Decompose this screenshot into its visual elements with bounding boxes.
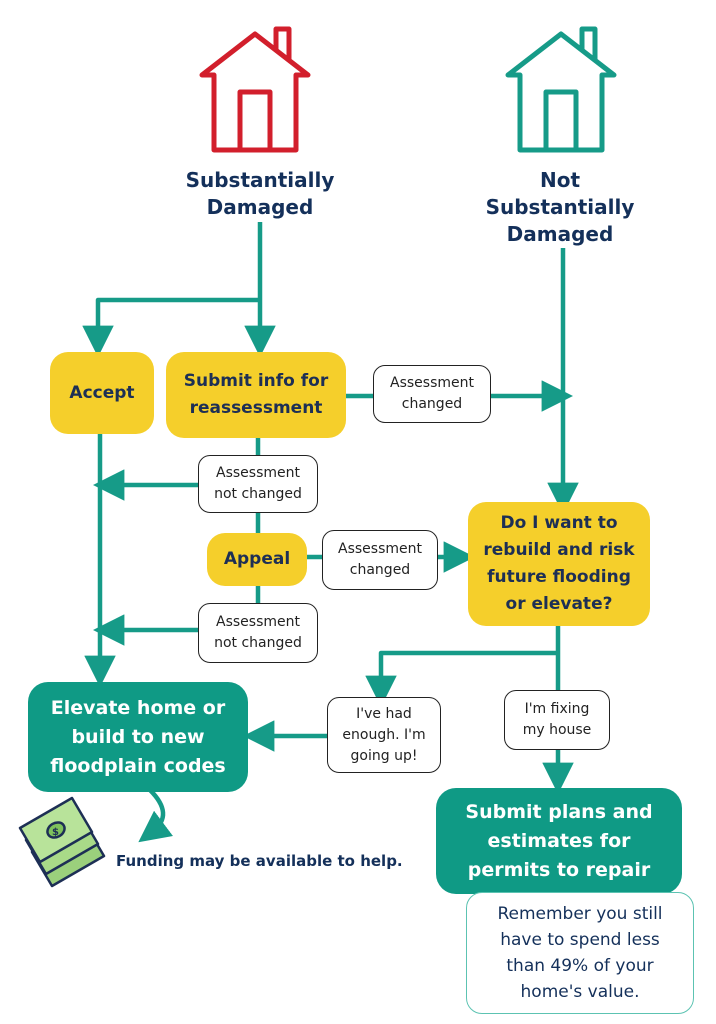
node-decision: Do I want to rebuild and risk future flo… (468, 502, 650, 626)
arrow-to-accept (82, 297, 260, 358)
node-elevate: Elevate home or build to new floodplain … (28, 682, 248, 792)
house-teal-icon (505, 26, 617, 153)
heading-substantially-damaged: Substantially Damaged (185, 168, 335, 219)
curved-arrow-icon (138, 788, 173, 843)
label-assessment-changed-2: Assessment changed (322, 530, 438, 590)
house-red-icon (199, 26, 311, 153)
node-accept: Accept (50, 352, 154, 434)
node-submit-info: Submit info for reassessment (166, 352, 346, 438)
node-submit-plans: Submit plans and estimates for permits t… (436, 788, 682, 894)
label-assessment-not-changed-1: Assessment not changed (198, 455, 318, 513)
heading-not-substantially-damaged: Not Substantially Damaged (485, 168, 635, 246)
label-assessment-not-changed-2: Assessment not changed (198, 603, 318, 663)
label-fixing-house: I'm fixing my house (504, 690, 610, 750)
arrow-decision-left (365, 650, 558, 708)
money-icon: $ (18, 796, 106, 888)
svg-text:$: $ (52, 827, 59, 838)
funding-text: Funding may be available to help. (116, 852, 403, 870)
node-appeal: Appeal (207, 533, 307, 586)
label-assessment-changed-1: Assessment changed (373, 365, 491, 423)
label-going-up: I've had enough. I'm going up! (327, 697, 441, 773)
note-spend-limit: Remember you still have to spend less th… (466, 892, 694, 1014)
